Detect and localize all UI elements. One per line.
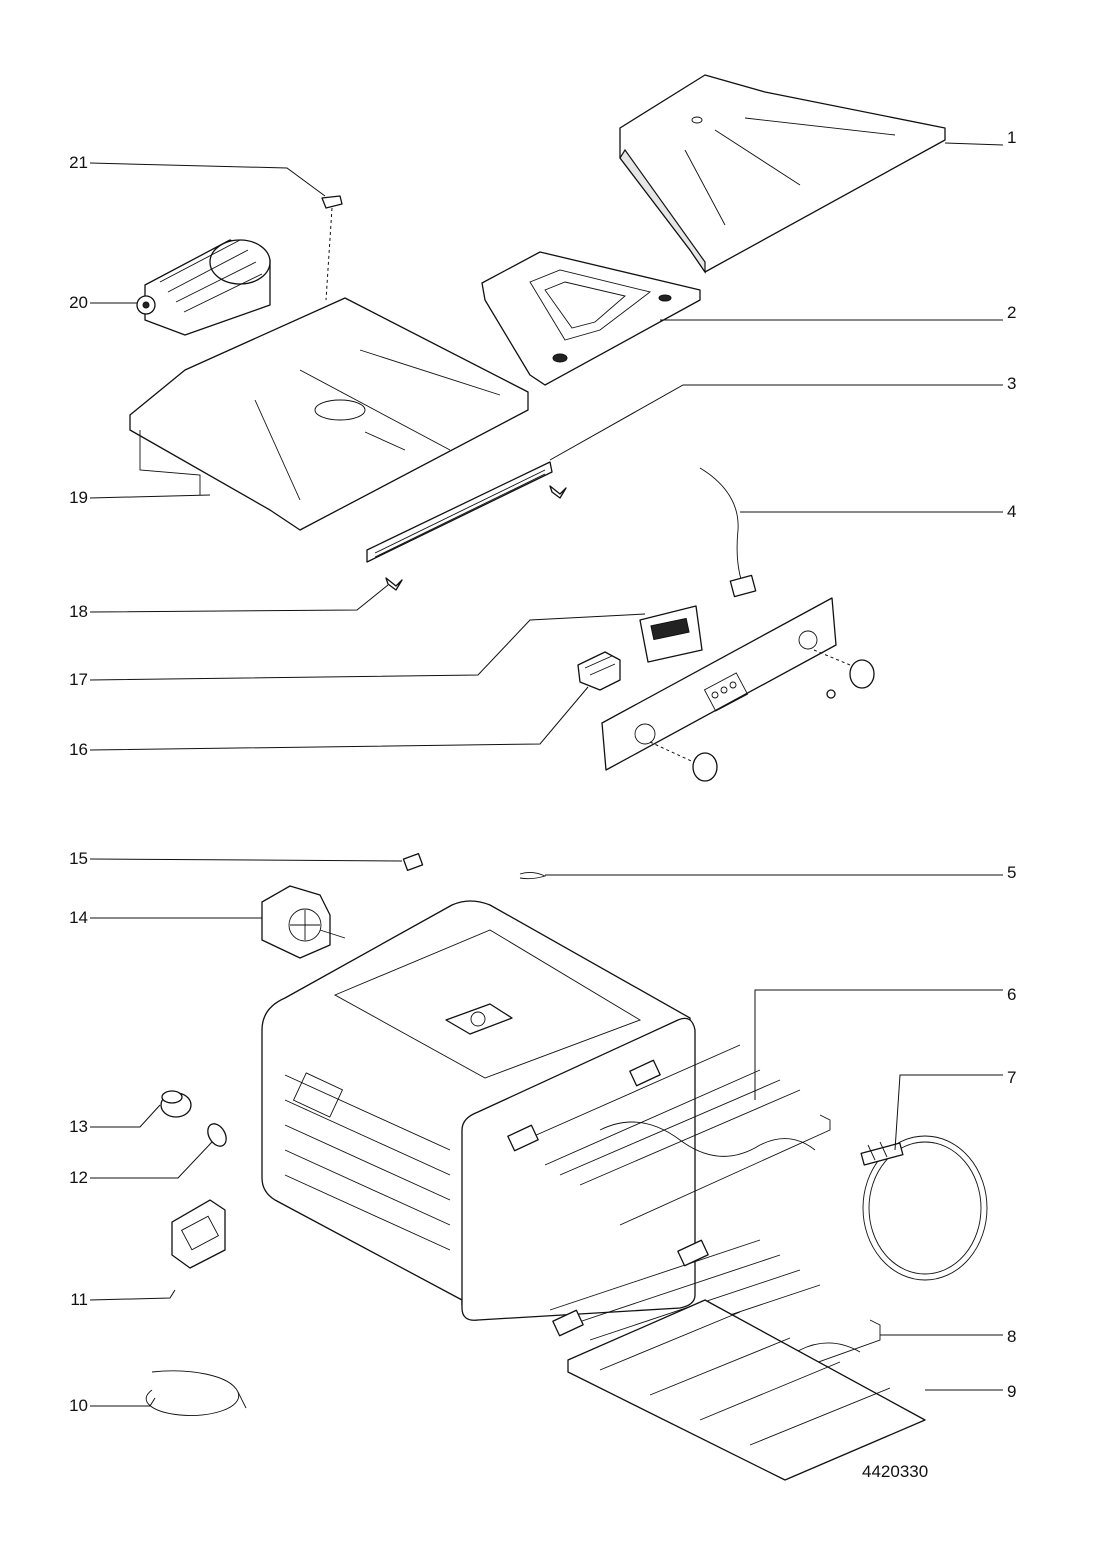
callout-2: 2: [1007, 303, 1017, 322]
callout-21: 21: [69, 153, 88, 172]
callout-4: 4: [1007, 502, 1017, 521]
part-9-bottom-plate: [568, 1300, 925, 1480]
document-number: 4420330: [862, 1462, 929, 1481]
callout-10: 10: [69, 1396, 88, 1415]
part-1-top-cover: [620, 75, 945, 272]
callout-5: 5: [1007, 863, 1017, 882]
part-7-circular-element: [861, 1136, 987, 1280]
part-16-switch: [578, 652, 620, 690]
leader-lines: [90, 143, 1003, 1406]
callout-11: 11: [70, 1290, 88, 1309]
part-15-connector: [403, 854, 422, 871]
part-2-inner-top-panel: [482, 252, 700, 385]
callout-14: 14: [69, 908, 88, 927]
callout-12: 12: [69, 1168, 88, 1187]
callout-19: 19: [69, 488, 88, 507]
callout-8: 8: [1007, 1327, 1017, 1346]
part-11-terminal-block: [172, 1200, 225, 1268]
callout-1: 1: [1007, 128, 1017, 147]
part-18-clip: [386, 486, 566, 590]
part-19-base-plate: [130, 298, 528, 530]
callout-3: 3: [1007, 374, 1017, 393]
part-6-grill-element: [508, 1045, 830, 1225]
part-14-fan-assembly: [262, 886, 345, 958]
part-17-timer-module: [640, 606, 702, 662]
callout-17: 17: [69, 670, 88, 689]
part-10-power-cable: [146, 1371, 246, 1416]
part-20-fan-motor: [137, 240, 270, 335]
callout-20: 20: [69, 293, 88, 312]
callout-18: 18: [69, 602, 88, 621]
callout-16: 16: [69, 740, 88, 759]
control-panel: [602, 598, 874, 781]
callout-7: 7: [1007, 1068, 1017, 1087]
part-3-vent-strip: [367, 462, 552, 562]
part-5-spring-clip: [520, 872, 545, 878]
part-21-clip: [322, 196, 342, 300]
part-13-lamp-holder: [161, 1091, 191, 1117]
part-4-sensor: [700, 468, 756, 597]
callout-13: 13: [69, 1117, 88, 1136]
callout-9: 9: [1007, 1382, 1017, 1401]
oven-cavity: [262, 901, 695, 1320]
callout-6: 6: [1007, 985, 1017, 1004]
callout-15: 15: [69, 849, 88, 868]
part-12-lamp-bulb: [204, 1121, 230, 1150]
